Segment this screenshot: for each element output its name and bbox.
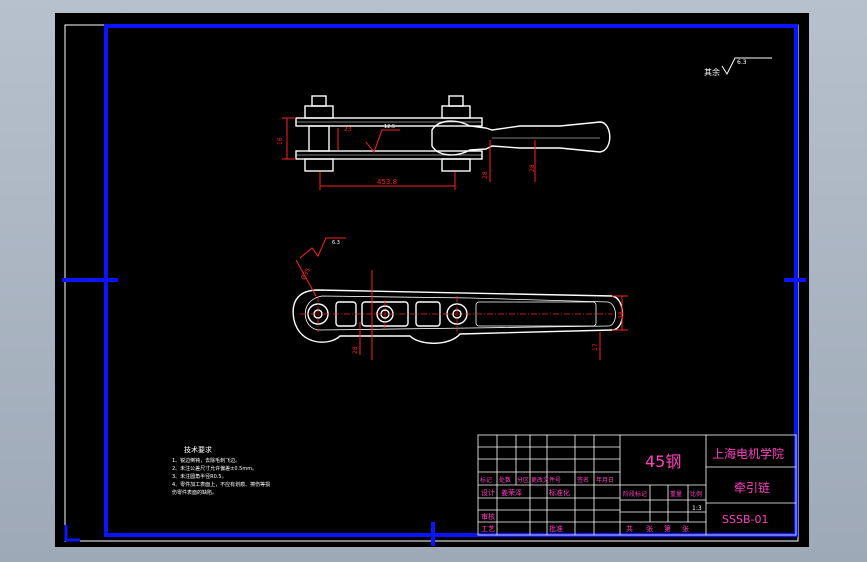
- sheet-no-unit: 张: [682, 524, 689, 533]
- header-sign: 签名: [577, 476, 589, 484]
- roughness-front: 6.3: [332, 240, 340, 246]
- top-view: [295, 95, 611, 172]
- sheet-no-label: 第: [664, 524, 671, 533]
- front-view-dimensions: [295, 237, 628, 360]
- drawing-number: SSSB-01: [722, 513, 768, 526]
- design-label: 设计: [481, 488, 495, 497]
- standard-label: 标准化: [549, 488, 570, 497]
- dim-overall: 453.8: [377, 178, 397, 186]
- roughness-top: 12.5: [384, 124, 395, 130]
- weight-header: 重量: [670, 490, 682, 498]
- header-mark: 标记: [480, 476, 492, 484]
- dim-right: 28: [618, 311, 625, 319]
- top-view-dimensions: [282, 117, 536, 190]
- tech-req-title: 技术要求: [184, 445, 212, 454]
- dim-right2: 17: [592, 343, 599, 351]
- title-block-grid: [477, 434, 797, 536]
- roughness-note: 其余: [704, 67, 720, 77]
- drawing-sheet: [55, 13, 809, 547]
- dim-height: 16: [277, 137, 284, 145]
- tech-req-line-2: 2、未注公差尺寸允许偏差±0.5mm。: [172, 465, 257, 472]
- sheet-total-label: 共: [626, 524, 633, 533]
- roughness-value: 6.3: [737, 59, 747, 66]
- school-name: 上海电机学院: [712, 446, 784, 461]
- header-count: 处数: [499, 476, 511, 484]
- dim-gap: 23: [344, 126, 352, 133]
- review-label: 审核: [481, 512, 495, 521]
- header-date: 年月日: [596, 476, 614, 484]
- sheet-total-unit: 张: [646, 524, 653, 533]
- tech-req-line-3: 3、未注圆角半径R0.5。: [172, 473, 227, 480]
- process-label: 工艺: [481, 525, 495, 533]
- dim-handle2: 28: [529, 164, 536, 172]
- scale-header: 比例: [690, 490, 702, 498]
- part-name: 牵引链: [734, 480, 770, 495]
- dim-hole: 28: [352, 346, 359, 354]
- scale-value: 1:3: [692, 505, 702, 512]
- tech-req-line-5: 伤零件表面的缺陷。: [172, 489, 217, 496]
- header-zone: 分区: [517, 476, 529, 484]
- tech-req-line-4: 4、零件加工表面上，不应有划痕、擦伤等损: [172, 481, 270, 488]
- roughness-symbol: [721, 57, 772, 76]
- header-change-doc: 更改文件号: [531, 476, 561, 484]
- dim-handle: 28: [482, 171, 489, 179]
- stage-header: 阶段标记: [623, 490, 647, 498]
- approve-label: 批准: [549, 524, 563, 533]
- material: 45钢: [645, 452, 681, 471]
- designer-name: 姜荣泽: [501, 488, 522, 497]
- tech-req-line-1: 1、锐边倒钝，去除毛刺飞边。: [172, 457, 240, 464]
- front-view-centerlines: [300, 296, 612, 332]
